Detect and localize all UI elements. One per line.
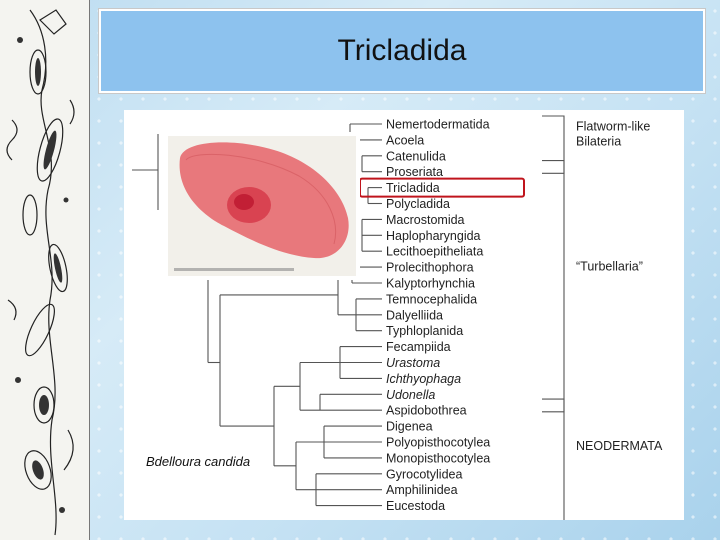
vintage-organism-drawings: [6, 9, 75, 536]
slide-title: Tricladida: [337, 34, 467, 67]
group-label: “Turbellaria”: [576, 259, 643, 273]
group-bracket: [542, 398, 565, 520]
decorative-illustration-strip: [0, 0, 90, 540]
phylogenetic-tree: NemertodermatidaAcoelaCatenulidaProseria…: [132, 115, 663, 520]
taxon-label: Polycladida: [386, 197, 450, 211]
taxon-label: Catenulida: [386, 149, 446, 163]
group-bracket: [542, 159, 565, 413]
taxon-label: Lecithoepitheliata: [386, 245, 483, 259]
taxon-label: Tricladida: [386, 181, 440, 195]
taxon-label: Amphilinidea: [386, 483, 458, 497]
taxon-label: Eucestoda: [386, 499, 445, 513]
taxon-label: Acoela: [386, 133, 424, 147]
taxon-label: Polyopisthocotylea: [386, 436, 490, 450]
taxon-label: Temnocephalida: [386, 292, 477, 306]
taxon-label: Monopisthocotylea: [386, 451, 490, 465]
specimen-photo: [164, 132, 360, 280]
group-label: Bilateria: [576, 134, 621, 148]
taxon-label: Digenea: [386, 420, 433, 434]
taxon-label: Proseriata: [386, 165, 443, 179]
title-bar: Tricladida: [98, 8, 706, 94]
taxon-label: Kalyptorhynchia: [386, 277, 475, 291]
taxon-label: Gyrocotylidea: [386, 467, 462, 481]
taxon-label: Typhloplanida: [386, 324, 463, 338]
tricladida-highlight-box: [359, 177, 525, 198]
taxon-label: Dalyelliida: [386, 308, 443, 322]
taxon-label: Aspidobothrea: [386, 404, 467, 418]
taxon-label: Prolecithophora: [386, 261, 474, 275]
taxon-label: Ichthyophaga: [386, 372, 461, 386]
taxon-label: Urastoma: [386, 356, 440, 370]
taxon-label: Udonella: [386, 388, 435, 402]
taxon-label: Haplopharyngida: [386, 229, 481, 243]
taxon-label: Nemertodermatida: [386, 118, 490, 132]
group-bracket: [542, 115, 565, 174]
group-label: Flatworm-like: [576, 119, 650, 133]
specimen-caption: Bdelloura candida: [146, 454, 251, 469]
group-label: NEODERMATA: [576, 439, 663, 453]
taxon-label: Macrostomida: [386, 213, 465, 227]
taxon-label: Fecampiida: [386, 340, 451, 354]
